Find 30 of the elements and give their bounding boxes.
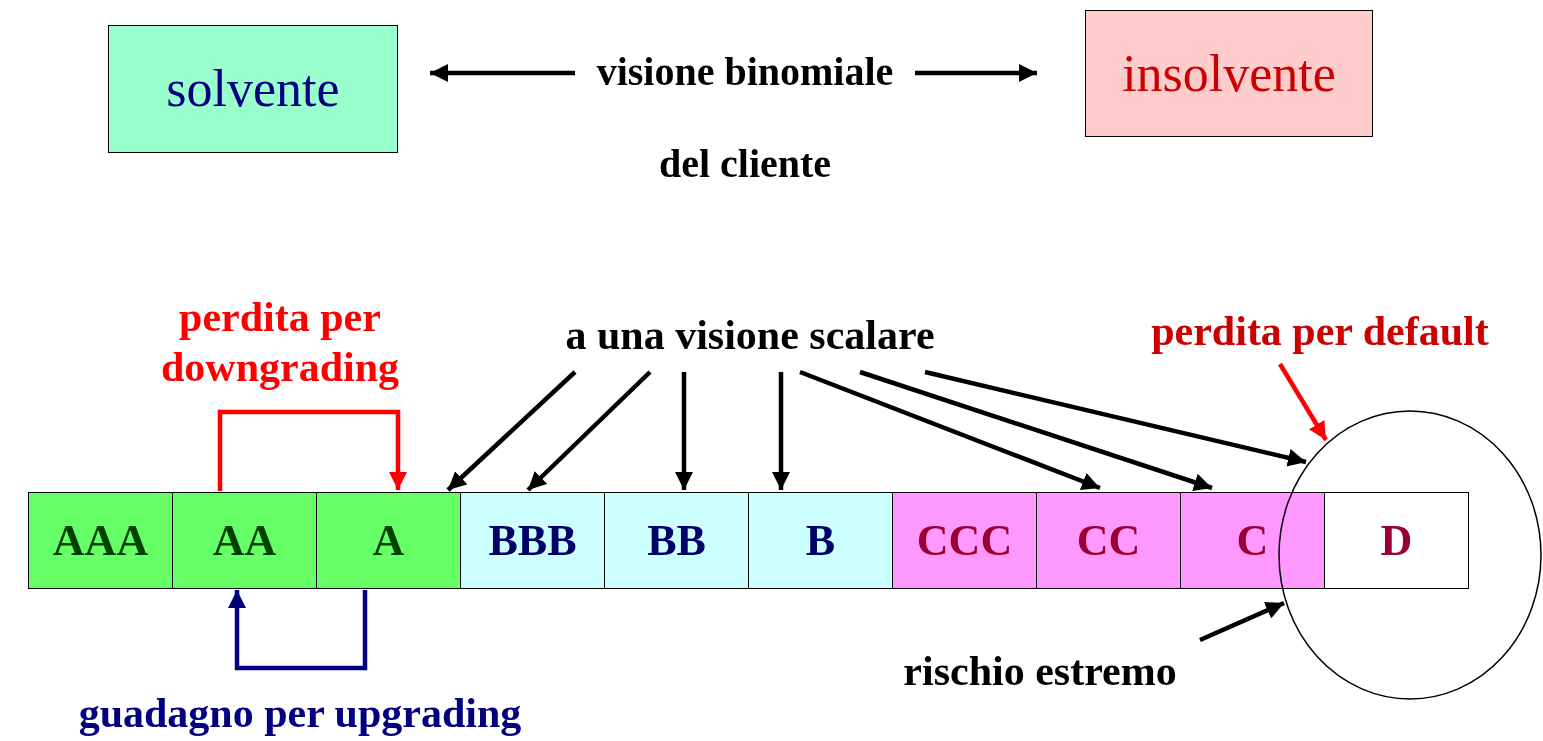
rating-box: CCC xyxy=(892,492,1037,589)
rating-box: BB xyxy=(604,492,749,589)
status-box: insolvente xyxy=(1085,10,1373,137)
rating-box: AA xyxy=(172,492,317,589)
rating-box: C xyxy=(1180,492,1325,589)
heading-text: a una visione scalare xyxy=(505,300,995,370)
bracket-arrow xyxy=(217,409,407,491)
rating-box: CC xyxy=(1036,492,1181,589)
arrow xyxy=(859,369,1213,491)
status-box: solvente xyxy=(108,25,398,153)
callout-text: perdita per default xyxy=(1100,300,1540,362)
rating-box: A xyxy=(316,492,461,589)
arrow xyxy=(526,370,652,492)
arrow xyxy=(915,64,1037,82)
arrow xyxy=(675,372,693,490)
heading-text: visione binomiale del cliente xyxy=(580,28,910,208)
rating-box: AAA xyxy=(28,492,173,589)
rating-box: D xyxy=(1324,492,1469,589)
arrow xyxy=(446,370,577,492)
circle-outline xyxy=(1278,410,1542,700)
bracket-arrow xyxy=(228,590,368,671)
arrow xyxy=(772,372,790,490)
rating-box: BBB xyxy=(460,492,605,589)
arrow xyxy=(799,369,1101,491)
rating-box: B xyxy=(748,492,893,589)
arrow xyxy=(924,369,1307,467)
arrow xyxy=(1278,362,1328,442)
arrow xyxy=(430,64,575,82)
arrow xyxy=(1199,600,1285,643)
callout-text: rischio estremo xyxy=(860,640,1220,702)
